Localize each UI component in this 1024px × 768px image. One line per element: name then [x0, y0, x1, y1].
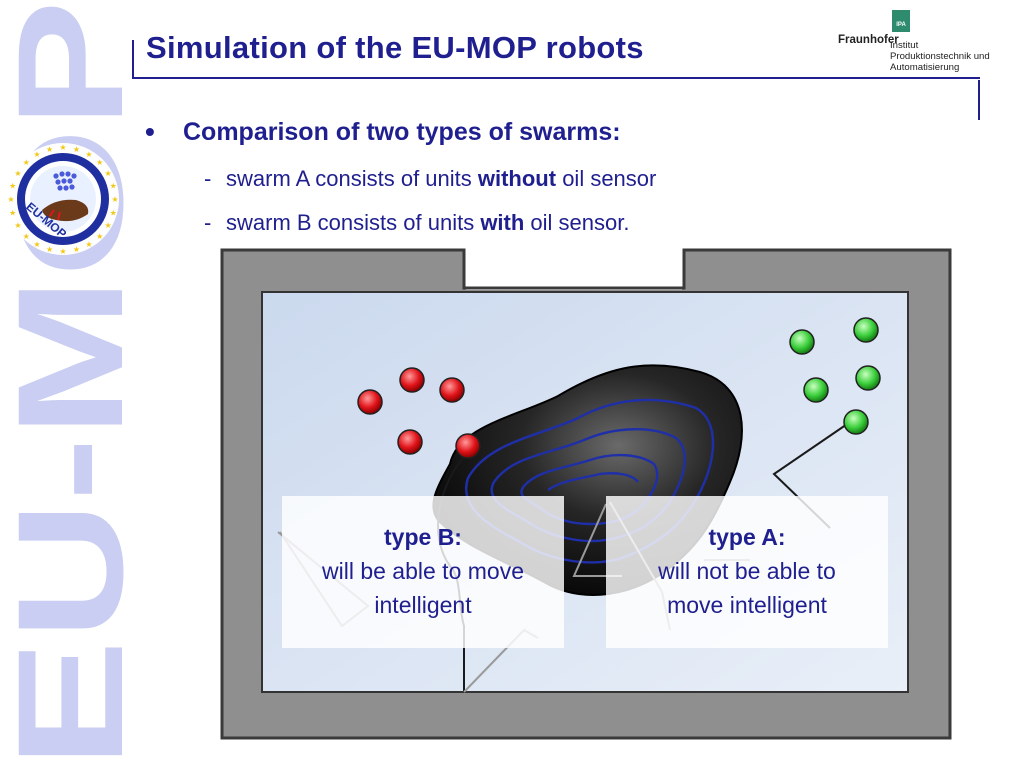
red-robot: [399, 367, 425, 393]
main-bullet-text: Comparison of two types of swarms:: [183, 118, 621, 146]
red-robot: [455, 433, 481, 459]
callout-line: will be able to move: [322, 558, 524, 584]
star-icon: ★: [104, 169, 111, 178]
star-icon: ★: [46, 245, 53, 254]
swarm-diagram: type B: will be able to move intelligent…: [218, 246, 958, 742]
sub-item-swarm-b: -swarm B consists of units with oil sens…: [204, 210, 629, 236]
simulation-graphic: [220, 246, 952, 740]
star-icon: ★: [33, 240, 40, 249]
vertical-word-graphic: EU-MOP: [0, 0, 130, 768]
red-robot: [439, 377, 465, 403]
tank-opening: [466, 246, 682, 290]
swarm-a-robots: [789, 317, 881, 435]
institute-lines: Institut Produktionstechnik und Automati…: [890, 40, 990, 73]
institute-line: Institut: [890, 40, 919, 51]
green-robot: [803, 377, 829, 403]
star-ring-icon: ★★★★★★★★★★★★★★★★★★★★★★★★: [7, 143, 118, 256]
callout-type-a: type A: will not be able to move intelli…: [606, 496, 888, 648]
sub-item-prefix: swarm A consists of units: [226, 166, 478, 191]
robot-dots-icon: [53, 171, 77, 191]
sub-item-suffix: oil sensor: [556, 166, 657, 191]
vertical-word-text: EU-MOP: [0, 0, 130, 768]
star-icon: ★: [23, 158, 30, 167]
star-icon: ★: [59, 143, 66, 152]
star-icon: ★: [73, 245, 80, 254]
green-robot: [789, 329, 815, 355]
institute-line: Produktionstechnik und: [890, 51, 990, 62]
star-icon: ★: [73, 145, 80, 154]
star-icon: ★: [9, 208, 16, 217]
star-icon: ★: [23, 232, 30, 241]
red-robot: [357, 389, 383, 415]
bullet-icon: •: [145, 116, 155, 147]
title-divider-vertical: [132, 40, 134, 78]
star-icon: ★: [9, 182, 16, 191]
star-icon: ★: [110, 208, 117, 217]
institute-line: Automatisierung: [890, 62, 960, 73]
dash-marker: -: [204, 166, 212, 191]
green-robot: [855, 365, 881, 391]
green-robot: [843, 409, 869, 435]
callout-type-b: type B: will be able to move intelligent: [282, 496, 564, 648]
oil-slick-icon: [42, 199, 89, 222]
page-title: Simulation of the EU-MOP robots: [146, 30, 644, 65]
callout-line: will not be able to: [658, 558, 836, 584]
sub-item-emphasis: with: [480, 210, 525, 235]
eu-mop-logo: ★★★★★★★★★★★★★★★★★★★★★★★★ EU-MOP: [7, 143, 119, 256]
callout-line: intelligent: [374, 592, 472, 618]
dash-marker: -: [204, 210, 212, 235]
sub-item-swarm-a: -swarm A consists of units without oil s…: [204, 166, 656, 192]
star-icon: ★: [14, 221, 21, 230]
sub-item-emphasis: without: [477, 166, 557, 191]
star-icon: ★: [46, 145, 53, 154]
star-icon: ★: [85, 150, 92, 159]
star-icon: ★: [33, 150, 40, 159]
star-icon: ★: [59, 247, 66, 256]
star-icon: ★: [14, 169, 21, 178]
red-robot: [397, 429, 423, 455]
green-robot: [853, 317, 879, 343]
institute-name: Fraunhofer: [838, 34, 899, 46]
star-icon: ★: [96, 232, 103, 241]
ipa-badge-icon: IPA: [892, 10, 910, 32]
star-icon: ★: [85, 240, 92, 249]
title-divider: [132, 77, 980, 79]
star-icon: ★: [104, 221, 111, 230]
star-icon: ★: [7, 195, 14, 204]
sidebar-vertical-word: EU-MOP: [0, 0, 130, 768]
callout-heading: type B:: [384, 524, 462, 550]
star-icon: ★: [110, 182, 117, 191]
sub-item-prefix: swarm B consists of units: [226, 210, 481, 235]
swarm-b-robots: [357, 367, 481, 459]
right-divider-vertical: [978, 80, 980, 120]
star-icon: ★: [96, 158, 103, 167]
callout-heading: type A:: [708, 524, 786, 550]
sub-item-suffix: oil sensor.: [524, 210, 630, 235]
star-icon: ★: [111, 195, 118, 204]
callout-line: move intelligent: [667, 592, 827, 618]
